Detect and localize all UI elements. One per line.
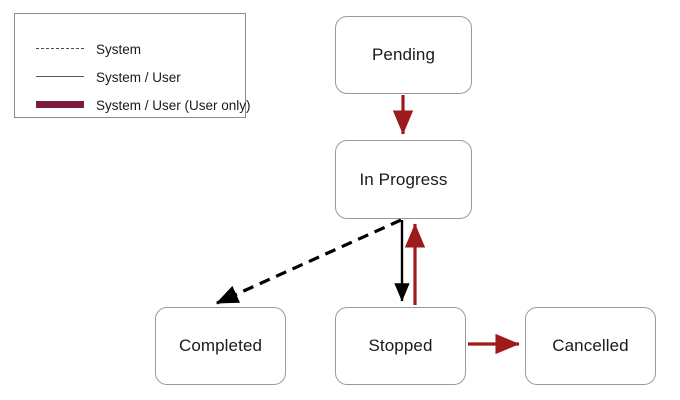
edge-in-progress-to-completed [215, 218, 402, 305]
legend-item-system-user: System / User [15, 65, 247, 89]
state-label-pending: Pending [371, 45, 436, 64]
solid-line-icon [36, 71, 84, 83]
thick-line-icon [36, 99, 84, 111]
legend-label-system: System [96, 41, 142, 57]
state-node-pending[interactable]: Pending [335, 16, 472, 94]
state-label-in-progress: In Progress [359, 169, 448, 189]
legend-label-user-only: System / User (User only) [96, 97, 251, 113]
legend-item-system: System [15, 37, 247, 61]
state-label-cancelled: Cancelled [552, 336, 629, 355]
state-label-stopped: Stopped [368, 336, 433, 355]
state-node-in-progress[interactable]: In Progress [335, 140, 472, 219]
state-node-completed[interactable]: Completed [155, 307, 286, 385]
legend-panel: System System / User System / User (User… [14, 13, 251, 118]
state-node-cancelled[interactable]: Cancelled [525, 307, 656, 385]
dashed-line-icon [36, 43, 84, 55]
legend-label-system-user: System / User [96, 69, 181, 85]
state-node-stopped[interactable]: Stopped [335, 307, 466, 385]
state-label-completed: Completed [178, 336, 263, 355]
legend-item-user-only: System / User (User only) [15, 93, 251, 117]
